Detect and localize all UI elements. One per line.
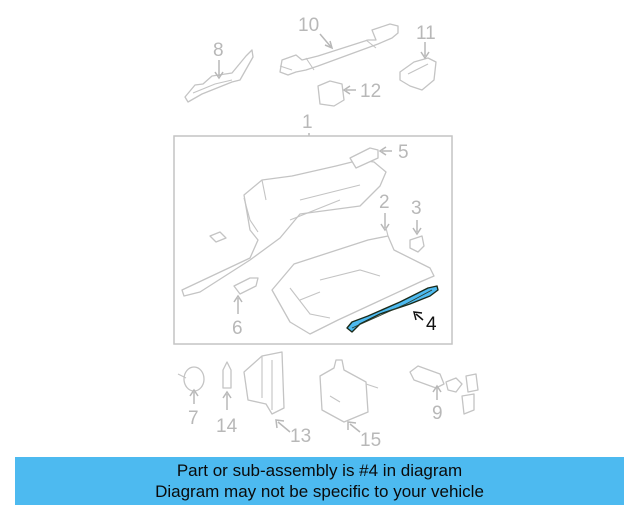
- callout-12: 12: [360, 81, 381, 102]
- part-11-trim[interactable]: [399, 42, 437, 91]
- callout-8: 8: [213, 40, 224, 61]
- part-9-lock-cylinder[interactable]: [409, 365, 479, 415]
- part-12-bumper[interactable]: [317, 80, 356, 107]
- callout-2: 2: [379, 192, 390, 213]
- callout-3: 3: [411, 198, 422, 219]
- callout-7: 7: [188, 408, 199, 429]
- banner-line-1: Part or sub-assembly is #4 in diagram: [176, 461, 463, 480]
- callout-15: 15: [360, 430, 381, 451]
- part-4-highlighted[interactable]: [346, 285, 439, 333]
- part-6-pin[interactable]: [233, 277, 259, 295]
- callout-6: 6: [232, 318, 243, 339]
- diagram-notice-banner: Part or sub-assembly is #4 in diagram Di…: [15, 457, 624, 505]
- callout-1: 1: [302, 112, 313, 133]
- callout-4: 4: [426, 314, 437, 335]
- callout-10: 10: [298, 15, 319, 36]
- part-5-lamp[interactable]: [349, 146, 392, 169]
- banner-line-2: Diagram may not be specific to your vehi…: [155, 482, 484, 501]
- callout-11: 11: [416, 23, 436, 44]
- callout-9: 9: [432, 403, 443, 424]
- part-3-stopper[interactable]: [409, 235, 425, 253]
- part-14-bulb[interactable]: [222, 361, 232, 389]
- assembly-1-box: [173, 135, 453, 345]
- part-glovebox-door[interactable]: [271, 227, 435, 335]
- part-7-cap[interactable]: [177, 366, 205, 392]
- parts-diagram: 8 10 11 12 1 5 2: [173, 15, 479, 451]
- part-10-damper[interactable]: [279, 23, 399, 76]
- callout-13: 13: [290, 426, 311, 447]
- callout-14: 14: [216, 416, 238, 437]
- part-15-switch[interactable]: [319, 359, 379, 423]
- part-8-bracket[interactable]: [184, 49, 254, 103]
- part-13-latch[interactable]: [243, 351, 285, 415]
- callout-5: 5: [398, 142, 409, 163]
- part-1-glovebox-frame[interactable]: [181, 159, 387, 297]
